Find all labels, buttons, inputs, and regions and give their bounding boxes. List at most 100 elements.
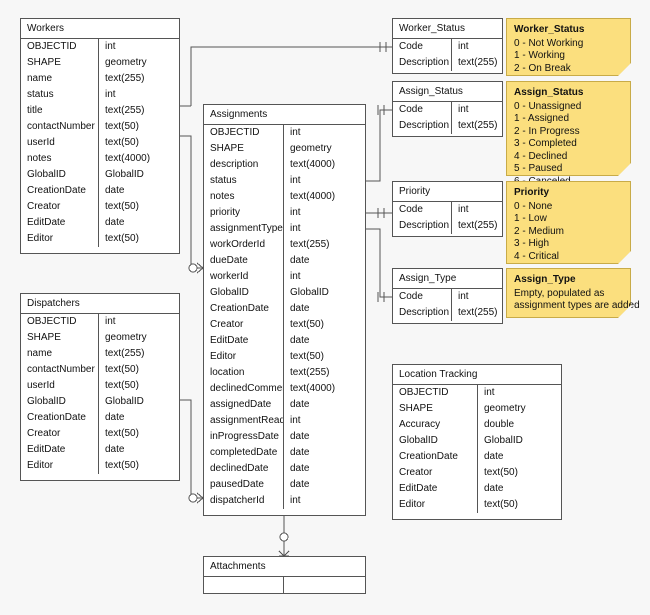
field-type: date (484, 451, 504, 462)
field-type: int (290, 223, 301, 234)
entity-title: Assignments (204, 105, 365, 125)
field-name: CreationDate (204, 301, 284, 317)
field-type: date (290, 463, 310, 474)
field-type: date (290, 303, 310, 314)
field-type: date (290, 447, 310, 458)
field-type: date (290, 399, 310, 410)
field-name: CreationDate (393, 449, 478, 465)
entity-title: Assign_Status (393, 82, 502, 102)
field-name: declinedDate (204, 461, 284, 477)
field-rows (204, 577, 365, 593)
field-type: int (105, 316, 116, 327)
note-title: Worker_Status (514, 24, 585, 35)
field-name: description (204, 157, 284, 173)
field-type: text(50) (290, 319, 324, 330)
note-fold-corner (618, 251, 631, 264)
note-fold-corner (618, 163, 631, 176)
field-name: userId (21, 135, 99, 151)
note-line: 1 - Working (514, 50, 565, 61)
field-type: text(50) (105, 233, 139, 244)
field-type (284, 577, 365, 593)
field-name: assignedDate (204, 397, 284, 413)
field-name: notes (204, 189, 284, 205)
field-row: assignedDate date (204, 397, 365, 413)
field-type: text(50) (105, 201, 139, 212)
field-type: text(255) (290, 367, 330, 378)
note-title: Assign_Status (514, 87, 584, 98)
entity-title: Workers (21, 19, 179, 39)
field-name: Creator (204, 317, 284, 333)
field-row: declinedDate date (204, 461, 365, 477)
field-type: int (105, 89, 116, 100)
field-name: SHAPE (21, 330, 99, 346)
field-name: SHAPE (204, 141, 284, 157)
note-title: Assign_Type (514, 274, 576, 285)
field-type: text(50) (105, 364, 139, 375)
field-type: GlobalID (290, 287, 329, 298)
field-type: geometry (290, 143, 332, 154)
field-type: text(255) (105, 73, 145, 84)
note-fold-corner (618, 63, 631, 76)
note-title: Priority (514, 187, 550, 198)
field-name: status (21, 87, 99, 103)
field-type: text(50) (484, 467, 518, 478)
note-fold-corner (618, 305, 631, 318)
field-name: priority (204, 205, 284, 221)
field-type: GlobalID (105, 396, 144, 407)
field-name: pausedDate (204, 477, 284, 493)
field-name: Description (393, 218, 452, 234)
field-type: date (105, 185, 125, 196)
entity-title: Assign_Type (393, 269, 502, 289)
entity-attachments[interactable]: Attachments (203, 556, 366, 594)
field-row: CreationDate date (393, 449, 561, 465)
field-name (204, 577, 284, 593)
field-name: GlobalID (21, 167, 99, 183)
field-name: Description (393, 118, 452, 134)
field-name: EditDate (204, 333, 284, 349)
entity-title: Attachments (204, 557, 365, 577)
note-line: 2 - Medium (514, 225, 565, 237)
field-name: declinedComment (204, 381, 284, 397)
field-type: int (458, 204, 469, 215)
field-name: Code (393, 39, 452, 55)
field-name: title (21, 103, 99, 119)
field-name: Creator (21, 426, 99, 442)
field-type: date (105, 444, 125, 455)
field-name: dispatcherId (204, 493, 284, 509)
field-type: int (458, 41, 469, 52)
field-name: contactNumber (21, 119, 99, 135)
